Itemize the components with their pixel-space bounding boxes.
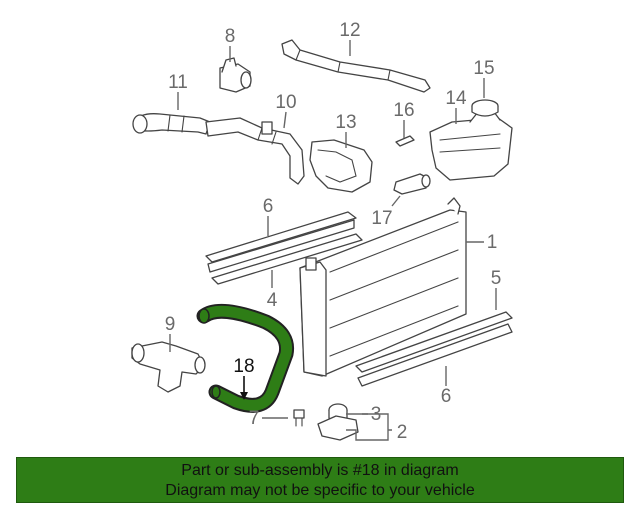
part-5-seal (355, 311, 513, 373)
callout-8: 8 (225, 26, 236, 47)
parts-diagram: 8 12 11 10 13 16 14 15 17 6 4 1 5 6 9 18… (131, 20, 513, 443)
part-14-reservoir (429, 111, 513, 181)
part-13-bracket (309, 139, 373, 193)
banner-line-2: Diagram may not be specific to your vehi… (165, 482, 475, 499)
leader-lines (169, 40, 497, 441)
callout-16: 16 (393, 100, 414, 121)
callout-2: 2 (397, 422, 408, 443)
part-1-radiator (299, 197, 467, 377)
part-15-cap (471, 99, 499, 117)
part-6-lower-seal (357, 323, 513, 387)
part-6-upper-seal (205, 211, 357, 273)
part-12-tube (281, 39, 431, 93)
callout-6-lower: 6 (441, 386, 452, 407)
callout-15: 15 (473, 58, 494, 79)
info-banner: Part or sub-assembly is #18 in diagram D… (16, 457, 624, 503)
part-7-bolt (293, 409, 305, 427)
callout-3: 3 (371, 404, 382, 425)
callout-5: 5 (491, 268, 502, 289)
callout-6-upper: 6 (263, 196, 274, 217)
callout-12: 12 (339, 20, 360, 41)
callout-18: 18 (233, 356, 254, 377)
callout-4: 4 (267, 290, 278, 311)
callout-14: 14 (445, 88, 467, 109)
callout-1: 1 (487, 232, 498, 253)
part-16-clip (395, 135, 415, 147)
part-18-lower-hose (196, 303, 295, 413)
callout-17: 17 (371, 208, 392, 229)
callout-9: 9 (165, 314, 176, 335)
part-10-pipe (205, 117, 305, 185)
callout-13: 13 (335, 112, 356, 133)
banner-line-1: Part or sub-assembly is #18 in diagram (181, 462, 459, 479)
leader-18 (240, 376, 248, 400)
part-2-mount (317, 415, 359, 441)
callout-10: 10 (275, 92, 296, 113)
part-9-outlet (131, 341, 206, 393)
part-8-fitting (219, 57, 252, 93)
part-17-hose (393, 173, 431, 195)
callout-7: 7 (249, 408, 260, 429)
callout-11: 11 (168, 72, 188, 93)
part-4-seal (211, 233, 363, 285)
part-11-hose (132, 113, 211, 135)
